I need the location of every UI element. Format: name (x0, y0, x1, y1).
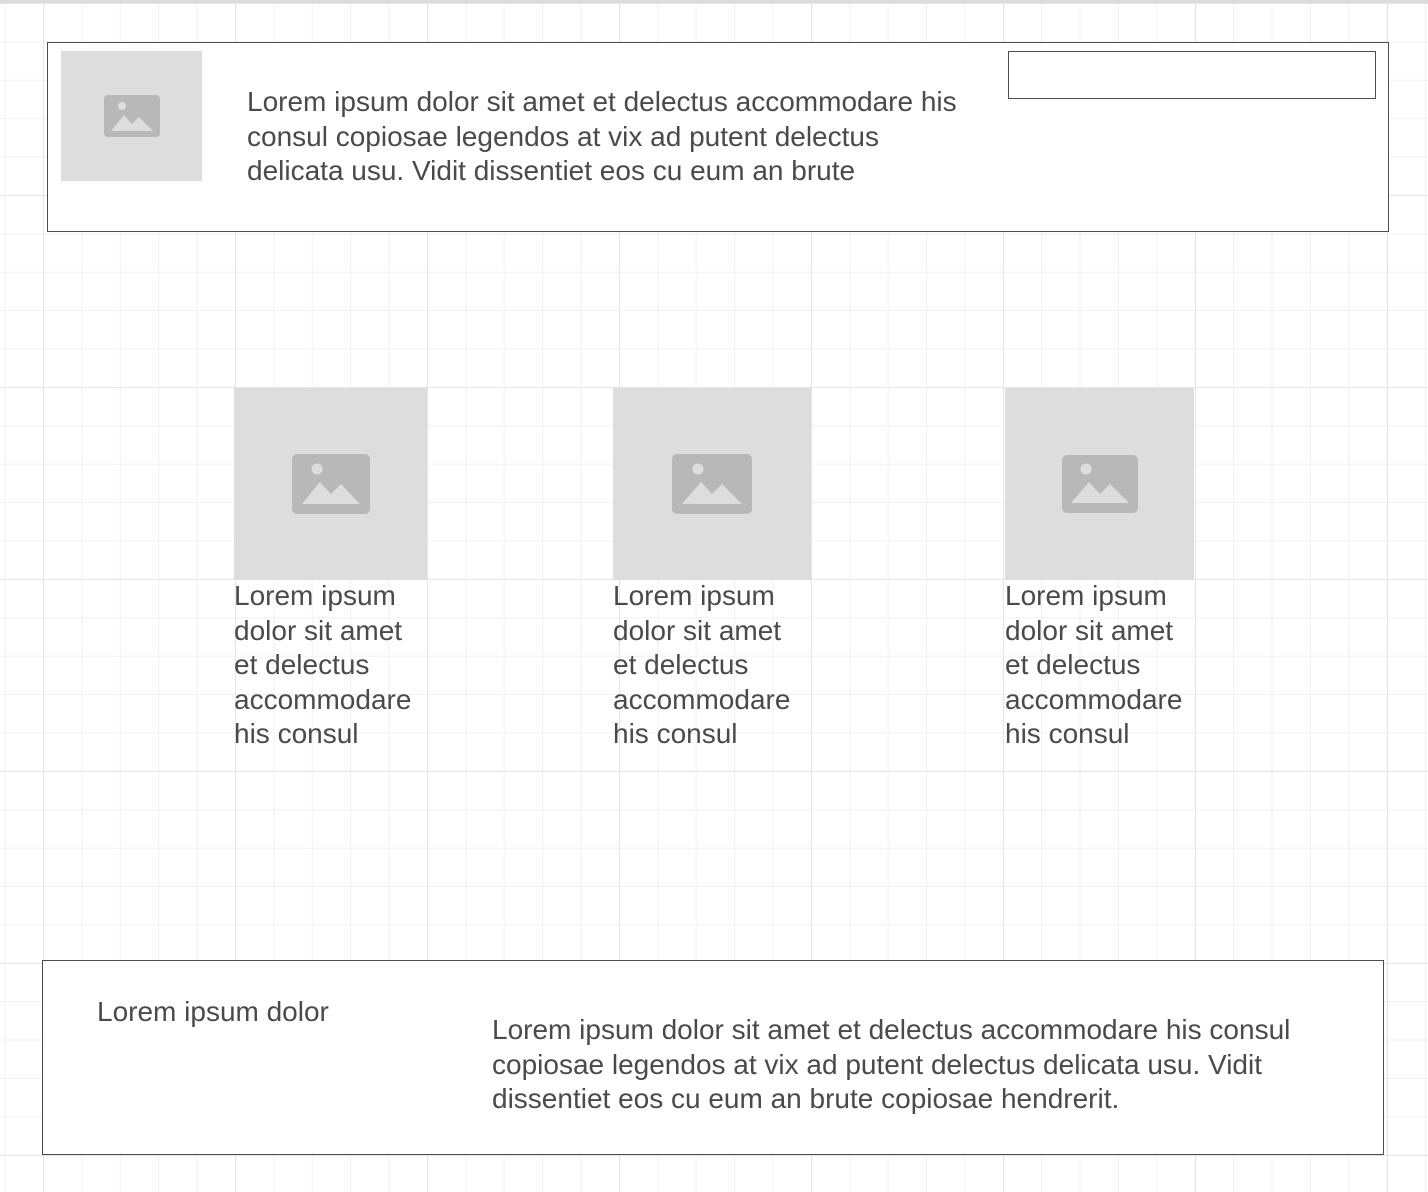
card-image-placeholder (613, 388, 811, 580)
image-placeholder-icon (291, 454, 370, 514)
card-caption: Lorem ipsum dolor sit amet et delectus a… (613, 580, 791, 749)
footer-panel (42, 960, 1384, 1155)
card-image-placeholder (1005, 388, 1194, 580)
image-placeholder-icon (1061, 455, 1138, 513)
footer-description: Lorem ipsum dolor sit amet et delectus a… (492, 1014, 1291, 1114)
card-caption: Lorem ipsum dolor sit amet et delectus a… (1005, 580, 1183, 749)
image-placeholder-icon (103, 95, 160, 137)
top-rule (0, 0, 1428, 3)
search-input[interactable] (1008, 51, 1376, 99)
card-caption: Lorem ipsum dolor sit amet et delectus a… (234, 580, 412, 749)
image-placeholder-icon (672, 454, 752, 514)
header-description: Lorem ipsum dolor sit amet et delectus a… (247, 86, 957, 186)
footer-heading: Lorem ipsum dolor (97, 996, 329, 1027)
card-image-placeholder (234, 388, 427, 580)
header-image-placeholder (61, 51, 202, 181)
